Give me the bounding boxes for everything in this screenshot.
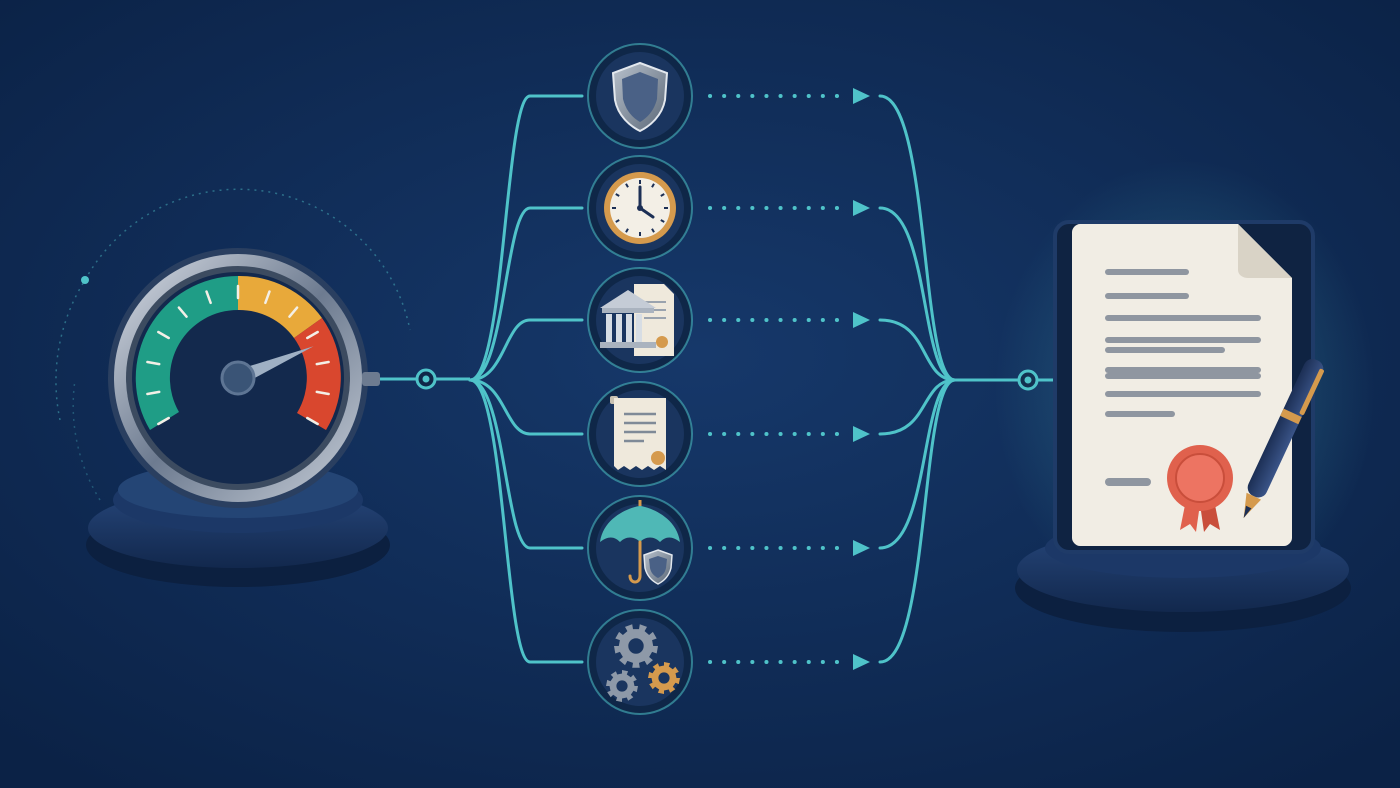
arrow-head-6: [853, 654, 870, 670]
document-lines: [1105, 269, 1261, 417]
gauge-zone-yellow: [238, 275, 322, 338]
source-gauge: [55, 188, 411, 587]
branch-in-5: [468, 378, 584, 550]
gauge-zone-green: [135, 275, 238, 430]
paper-sheet: [1072, 224, 1292, 546]
paper-fold: [1238, 224, 1292, 278]
clock-tick: [615, 193, 620, 197]
branch-out-1: [878, 94, 957, 382]
receipt-icon: [610, 396, 666, 470]
gauge-hub: [220, 360, 256, 396]
arrow-head-5: [853, 540, 870, 556]
branch-in-2: [468, 206, 584, 382]
gauge-tick: [288, 306, 299, 318]
arrow-head-1: [853, 88, 870, 104]
branch-out-6: [878, 378, 957, 664]
text-line: [1105, 269, 1189, 275]
bank-document-icon: [600, 284, 674, 356]
gauge-tick: [177, 306, 188, 318]
branch-out-5: [878, 378, 957, 550]
text-line: [1105, 411, 1175, 417]
umbrella-shield-icon: [600, 500, 680, 585]
arrow-head-4: [853, 426, 870, 442]
step-5: [587, 495, 693, 601]
clock-icon: [604, 172, 676, 244]
clock-tick: [625, 183, 629, 188]
branch-in-6: [468, 378, 584, 664]
step-2: [587, 155, 693, 261]
text-line: [1105, 293, 1189, 299]
text-line: [1105, 315, 1261, 321]
shield-icon: [611, 61, 669, 133]
gauge-zone-red: [294, 318, 341, 430]
branch-out-4: [878, 378, 957, 436]
gauge-tick: [205, 290, 212, 305]
gauge-tick: [306, 416, 319, 426]
gauge-tick: [157, 330, 170, 340]
arrow-head-3: [853, 312, 870, 328]
text-line: [1105, 347, 1225, 353]
text-line: [1105, 337, 1261, 343]
step-3: [587, 267, 693, 373]
branch-in-1: [468, 94, 584, 382]
clock-tick: [651, 228, 655, 233]
gauge-tick: [306, 330, 319, 340]
clock-tick: [615, 219, 620, 223]
step-list: [587, 43, 693, 715]
seal-icon: [1167, 445, 1233, 532]
orbit-arc-outer: [84, 188, 411, 331]
target-document: [995, 160, 1375, 632]
gear-hole: [628, 638, 644, 654]
branch-in-3: [468, 318, 584, 382]
text-line: [1105, 367, 1261, 373]
branch-out-2: [878, 206, 957, 382]
gauge-ticks: [146, 284, 330, 426]
orbit-dot: [81, 276, 89, 284]
text-line: [1105, 391, 1261, 397]
clock-tick: [660, 219, 665, 223]
clock-tick: [651, 183, 655, 188]
connector-lines: [380, 88, 1062, 670]
branch-in-4: [468, 378, 584, 436]
gauge-connector: [362, 372, 380, 386]
gauge-tick: [315, 360, 330, 366]
text-line: [1105, 373, 1261, 379]
gear-hole: [616, 680, 628, 692]
clock-tick: [625, 228, 629, 233]
gauge-tick: [157, 416, 170, 426]
pen-icon: [1243, 358, 1324, 518]
step-6: [587, 609, 693, 715]
source-node-core: [422, 375, 430, 383]
gears-icon: [606, 624, 680, 702]
gauge-tick: [146, 360, 161, 366]
gear-hole: [658, 672, 670, 684]
gauge-tick: [146, 390, 161, 396]
step-4: [587, 381, 693, 487]
clock-tick: [660, 193, 665, 197]
gauge-tick: [264, 290, 271, 305]
arrow-head-2: [853, 200, 870, 216]
signature-line: [1105, 478, 1151, 486]
step-1: [587, 43, 693, 149]
branch-out-3: [878, 318, 957, 382]
gauge-tick: [315, 390, 330, 396]
